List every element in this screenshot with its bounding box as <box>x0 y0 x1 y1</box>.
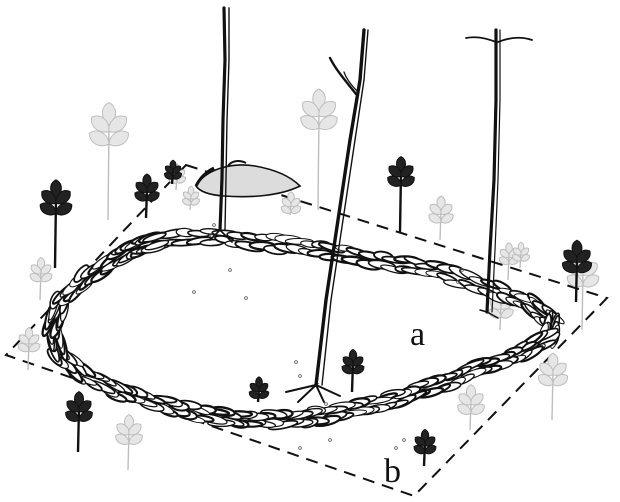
seedling-icon <box>455 385 486 430</box>
speck <box>229 269 232 272</box>
speck <box>299 447 302 450</box>
seedling-icon <box>412 429 438 466</box>
seedling-icon <box>248 377 271 402</box>
speck <box>213 224 216 227</box>
tree-trunk-icon <box>210 8 232 242</box>
seedling-icon <box>86 103 131 220</box>
seedling-icon <box>113 415 144 470</box>
seedling-icon <box>427 196 455 240</box>
tree-trunks <box>210 8 532 402</box>
speck <box>245 297 248 300</box>
speck <box>299 375 302 378</box>
speck <box>395 447 398 450</box>
speck <box>193 291 196 294</box>
dead-leaf-icon <box>196 161 300 197</box>
seedling-icon <box>38 180 75 268</box>
speck <box>403 439 406 442</box>
seedling-icon <box>133 174 161 218</box>
seedling-icon <box>340 349 366 392</box>
seedling-icon <box>181 186 201 210</box>
stone-ring <box>40 227 565 431</box>
seedling-icon <box>63 392 94 452</box>
seedling-icon <box>28 257 54 300</box>
seedling-icon <box>298 89 341 210</box>
stone-ring-label: a <box>410 318 425 352</box>
plot-boundary-dashed <box>6 165 607 496</box>
speck <box>325 403 328 406</box>
tree-trunk-icon <box>286 30 368 402</box>
speck <box>295 361 298 364</box>
plot-boundary-label: b <box>384 455 401 489</box>
speck <box>329 439 332 442</box>
seedling-icon <box>385 157 416 232</box>
seedling-icon <box>536 353 570 420</box>
